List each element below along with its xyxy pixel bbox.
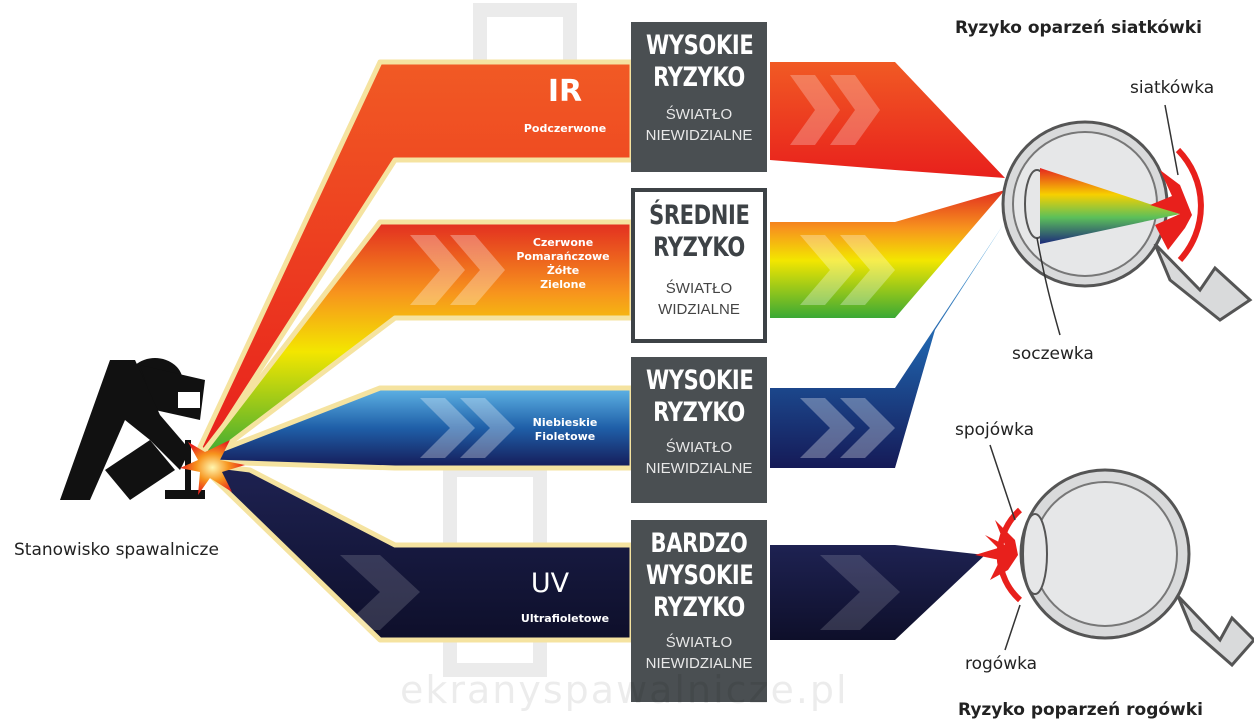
- top-eye-icon: [1001, 104, 1253, 336]
- risk-box-blue: WYSOKIE RYZYKO ŚWIATŁO NIEWIDZIALNE: [631, 357, 767, 503]
- light-visibility: WIDZIALNE: [658, 301, 740, 318]
- light-category: ŚWIATŁO: [665, 106, 733, 123]
- risk-box-visible: ŚREDNIE RYZYKO ŚWIATŁO WIDZIALNE: [631, 188, 767, 343]
- visible-label-green: Zielone: [540, 278, 586, 291]
- risk-box-ir: WYSOKIE RYZYKO ŚWIATŁO NIEWIDZIALNE: [631, 22, 767, 172]
- risk-box-uv: BARDZO WYSOKIE RYZYKO ŚWIATŁO NIEWIDZIAL…: [631, 520, 767, 702]
- retina-label: siatkówka: [1130, 78, 1215, 98]
- risk-word: RYZYKO: [653, 592, 745, 623]
- risk-level: WYSOKIE: [645, 560, 754, 591]
- visible-band-labels: Czerwone Pomarańczowe Żółte Zielone: [495, 236, 631, 292]
- welder-figure: [60, 358, 205, 500]
- light-category: ŚWIATŁO: [665, 634, 733, 651]
- light-visibility: NIEWIDZIALNE: [645, 655, 753, 672]
- visible-label-yellow: Żółte: [546, 264, 580, 277]
- bottom-eye-title: Ryzyko poparzeń rogówki: [958, 700, 1203, 720]
- risk-level: WYSOKIE: [645, 30, 754, 61]
- spark-icon: [180, 440, 245, 495]
- risk-word: RYZYKO: [653, 397, 745, 428]
- uv-band-desc: Ultrafioletowe: [520, 612, 610, 625]
- risk-word: RYZYKO: [653, 232, 745, 263]
- ir-band-name: IR: [547, 74, 583, 109]
- top-eye-title: Ryzyko oparzeń siatkówki: [955, 18, 1202, 38]
- blue-label-blue: Niebieskie: [532, 416, 598, 429]
- risk-level: WYSOKIE: [645, 365, 754, 396]
- light-category: ŚWIATŁO: [665, 439, 733, 456]
- risk-word: RYZYKO: [653, 62, 745, 93]
- lens-label: soczewka: [1012, 344, 1094, 364]
- blue-band-labels: Niebieskie Fioletowe: [500, 416, 630, 444]
- uv-band: [202, 462, 985, 643]
- light-category: ŚWIATŁO: [665, 280, 733, 297]
- risk-intensity: BARDZO: [650, 528, 748, 559]
- light-visibility: NIEWIDZIALNE: [645, 127, 753, 144]
- blue-label-violet: Fioletowe: [534, 430, 596, 443]
- visible-label-orange: Pomarańczowe: [516, 250, 610, 263]
- ir-band-desc: Podczerwone: [523, 122, 607, 135]
- light-visibility: NIEWIDZIALNE: [645, 460, 753, 477]
- conjunctiva-label: spojówka: [955, 420, 1035, 440]
- cornea-label: rogówka: [965, 654, 1038, 674]
- visible-label-red: Czerwone: [532, 236, 594, 249]
- uv-band-name: UV: [530, 568, 570, 599]
- bottom-eye-icon: [975, 444, 1254, 668]
- watermark-text: ekranyspawalnicze.pl: [400, 668, 849, 712]
- welder-label: Stanowisko spawalnicze: [14, 540, 219, 560]
- risk-level: ŚREDNIE: [649, 200, 750, 231]
